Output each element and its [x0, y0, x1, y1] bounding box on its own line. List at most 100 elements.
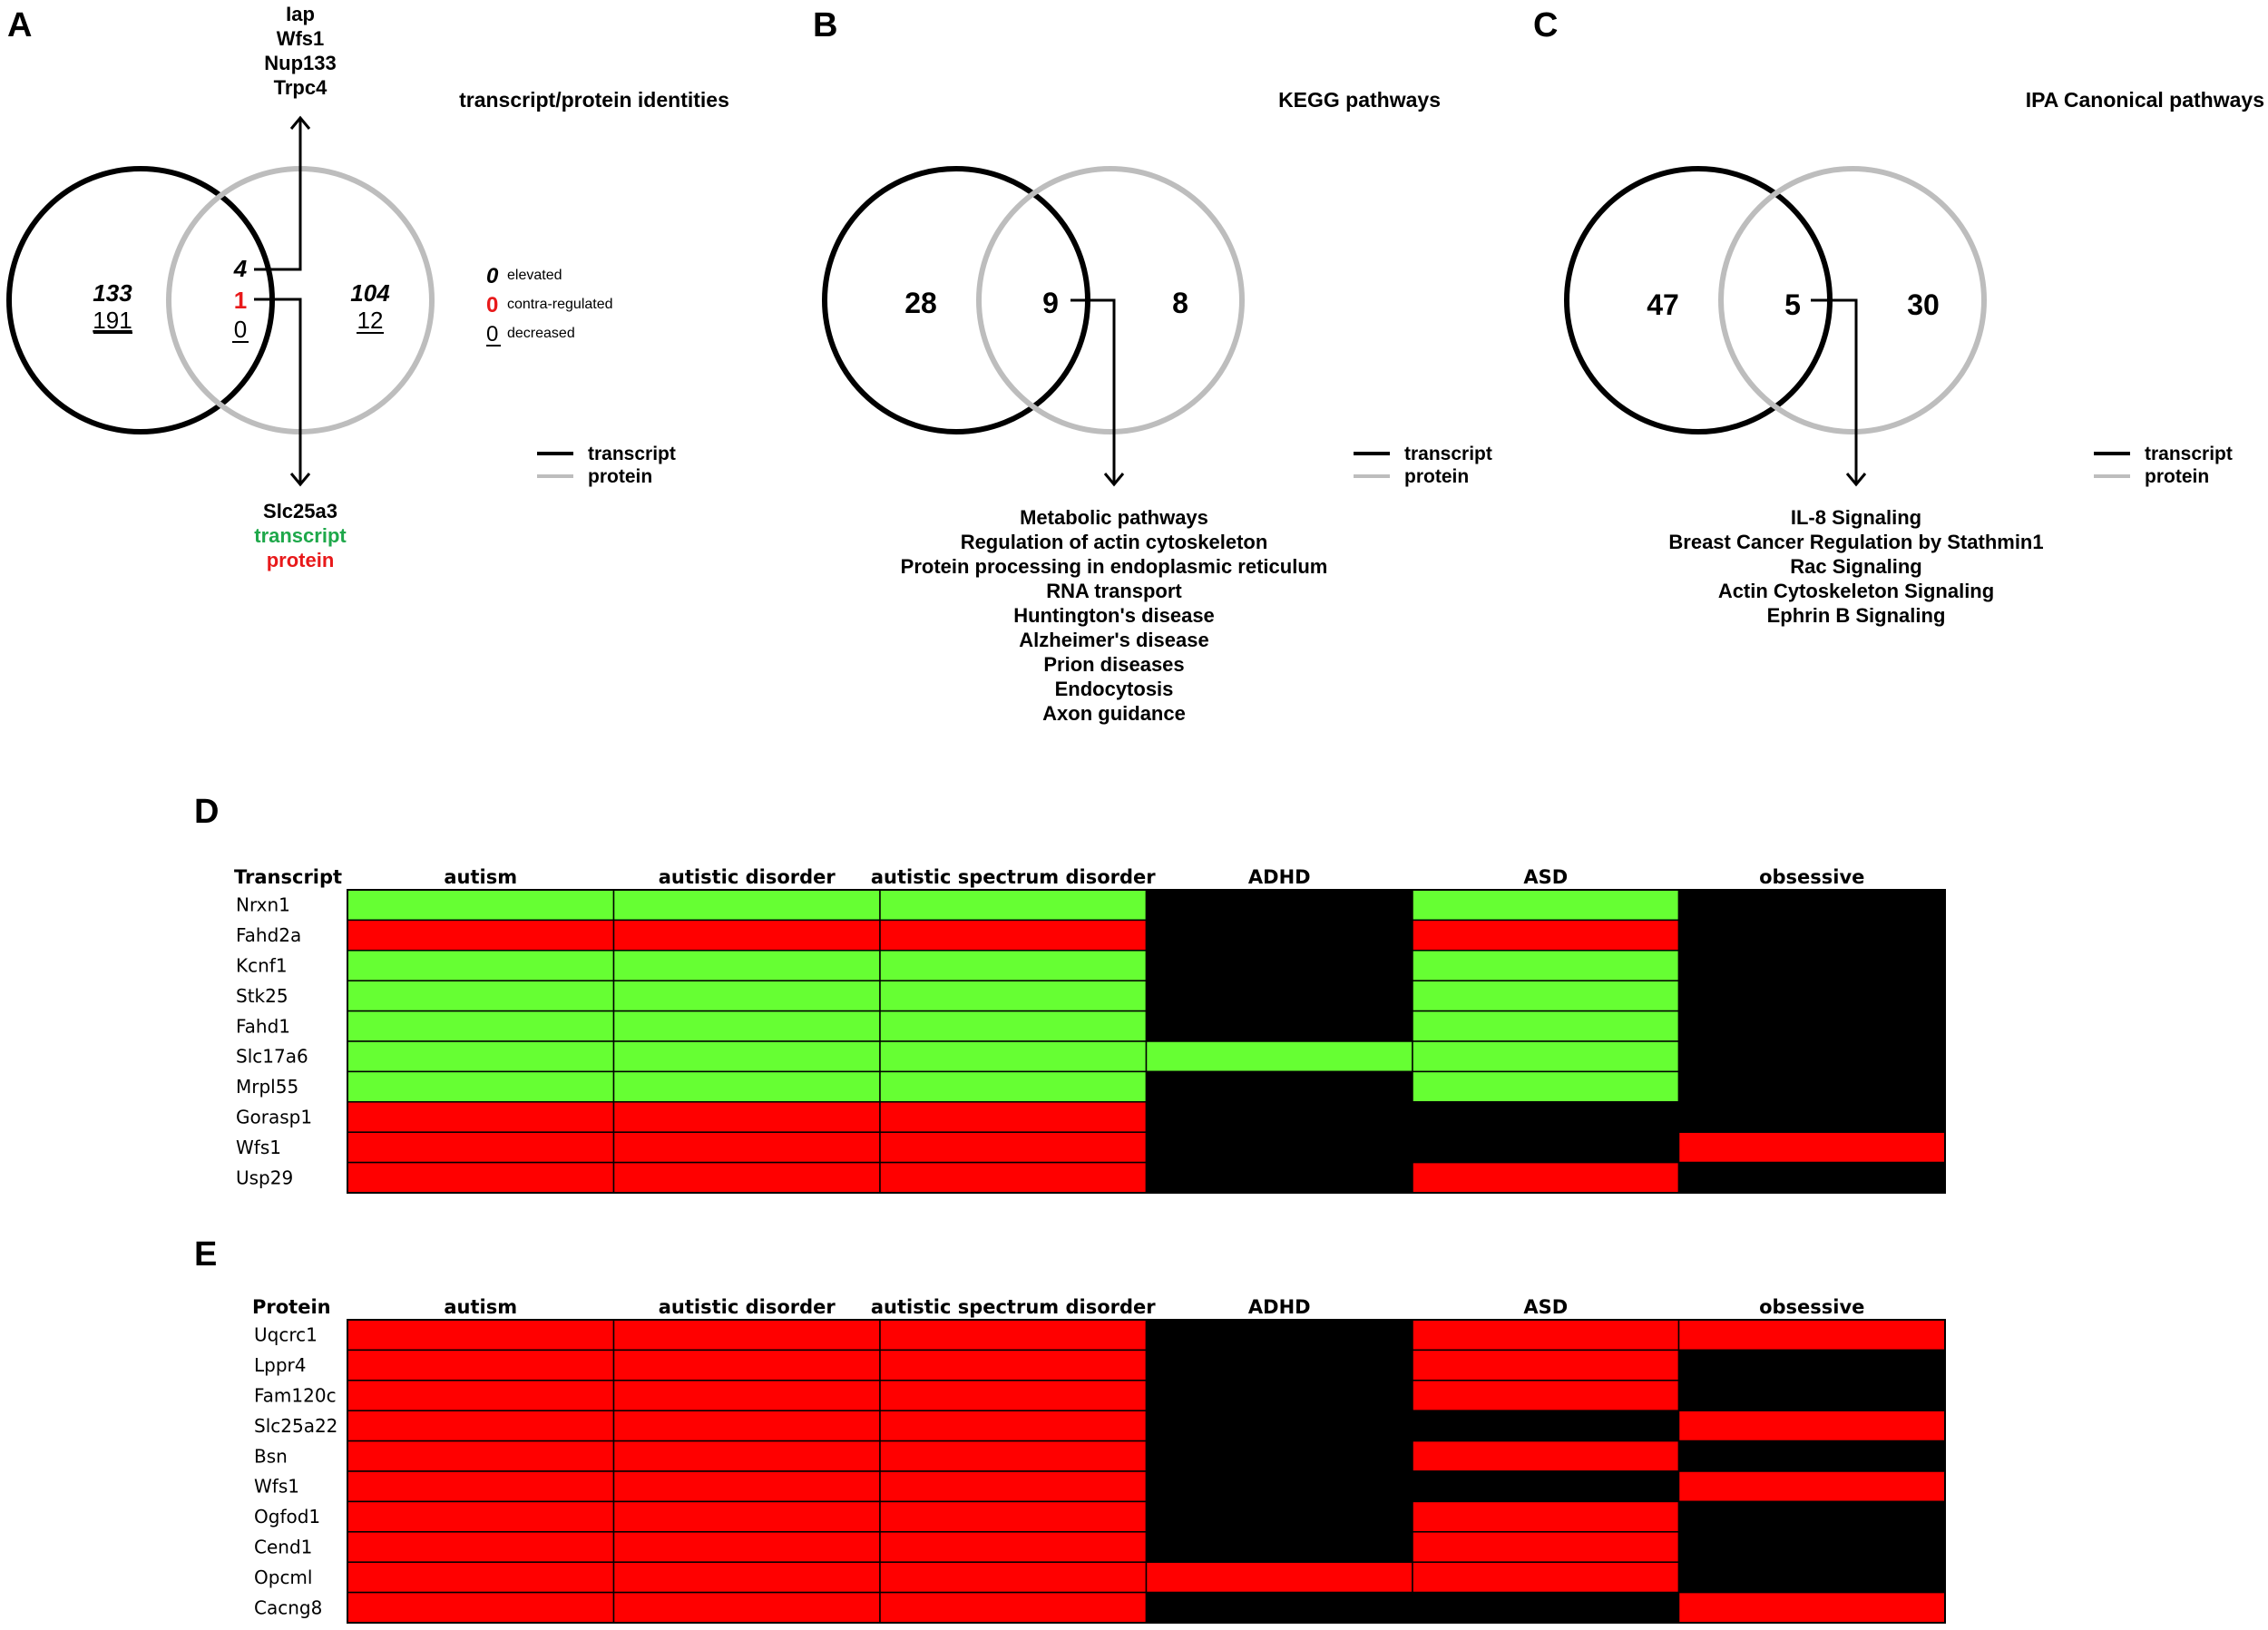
column-header: ASD	[1523, 866, 1568, 888]
key-value: 0	[486, 293, 498, 317]
row-label: Fahd2a	[236, 924, 301, 946]
arrow-down-head	[1103, 473, 1125, 487]
heatmap-cell	[1677, 1319, 1946, 1352]
heatmap-cell	[1677, 1349, 1946, 1381]
column-header: autistic disorder	[659, 1296, 836, 1318]
heatmap-cell	[1145, 1101, 1413, 1133]
heatmap-cell	[1677, 1131, 1946, 1164]
heatmap-cell	[1677, 1040, 1946, 1073]
heatmap-cell	[1677, 950, 1946, 981]
row-label: Mrpl55	[236, 1076, 298, 1098]
legend-protein-label: protein	[2145, 466, 2209, 487]
center-count: 5	[1784, 288, 1801, 321]
heatmap-cell	[1412, 1161, 1680, 1194]
heatmap-cell	[612, 1070, 881, 1103]
left-count: 47	[1647, 288, 1679, 321]
row-label: Stk25	[236, 985, 288, 1007]
heatmap-cell	[612, 1591, 881, 1624]
heatmap-cell	[347, 1101, 615, 1133]
heatmap-cell	[347, 1591, 615, 1624]
column-header: ADHD	[1248, 866, 1311, 888]
heatmap-cell	[612, 1040, 881, 1073]
heatmap-cell	[1145, 980, 1413, 1012]
pathway-label: Breast Cancer Regulation by Stathmin1	[1668, 531, 2043, 553]
left-count: 28	[904, 287, 937, 319]
heatmap-cell	[1145, 1319, 1413, 1352]
heatmap-cell	[347, 950, 615, 981]
bottom-protein: protein	[267, 549, 335, 571]
heatmap-cell	[879, 1380, 1148, 1411]
heatmap-cell	[1677, 1591, 1946, 1624]
heatmap-cell	[1677, 1161, 1946, 1194]
heatmap-cell	[347, 1531, 615, 1563]
heatmap-cell	[1412, 1010, 1680, 1042]
heatmap-cell	[1677, 1101, 1946, 1133]
pathway-label: Ephrin B Signaling	[1767, 604, 1946, 627]
protein-circle	[1718, 166, 1987, 434]
row-label: Slc25a22	[254, 1415, 337, 1437]
heatmap-cell	[612, 1101, 881, 1133]
row-label: Fam120c	[254, 1385, 337, 1407]
row-label: Wfs1	[236, 1137, 281, 1158]
heatmap-cell	[1145, 1040, 1413, 1073]
heatmap-cell	[1677, 1010, 1946, 1042]
heatmap-cell	[879, 1591, 1148, 1624]
row-label: Nrxn1	[236, 894, 290, 916]
heatmap-cell	[1145, 1561, 1413, 1594]
heatmap-cell	[1677, 1440, 1946, 1472]
arrow-down-head	[289, 473, 311, 487]
heatmap-cell	[1412, 889, 1680, 922]
heatmap-cell	[1412, 919, 1680, 952]
legend-transcript-label: transcript	[588, 444, 676, 464]
heatmap-cell	[1412, 1319, 1680, 1352]
heatmap-cell	[1412, 1440, 1680, 1472]
heatmap-cell	[612, 1440, 881, 1472]
arrow-down	[1070, 298, 1116, 484]
pathway-label: RNA transport	[1046, 580, 1182, 602]
heatmap-cell	[879, 950, 1148, 981]
heatmap-cell	[879, 1010, 1148, 1042]
heatmap-cell	[1412, 1380, 1680, 1411]
row-label: Ogfod1	[254, 1506, 320, 1528]
gene-label: Iap	[286, 3, 315, 25]
row-label: Wfs1	[254, 1476, 299, 1498]
column-header: autistic spectrum disorder	[871, 866, 1156, 888]
heatmap-cell	[1145, 1161, 1413, 1194]
heatmap-cell	[1145, 889, 1413, 922]
heatmap-cell	[1145, 1010, 1413, 1042]
pathway-label: Rac Signaling	[1790, 555, 1921, 578]
heatmap-cell	[879, 1349, 1148, 1381]
arrow-up	[254, 118, 302, 271]
bottom-transcript: transcript	[254, 524, 347, 547]
gene-label: Trpc4	[274, 76, 327, 99]
heatmap-cell	[1412, 1101, 1680, 1133]
row-label: Kcnf1	[236, 955, 288, 977]
protein-circle	[976, 166, 1245, 434]
heatmap-cell	[879, 1070, 1148, 1103]
heatmap-cell	[1145, 1500, 1413, 1533]
right-count: 30	[1907, 288, 1940, 321]
panel-b-title: KEGG pathways	[1278, 88, 1441, 112]
heatmap-cell	[1412, 1349, 1680, 1381]
legend-protein-label: protein	[1404, 466, 1469, 487]
column-header: obsessive	[1759, 866, 1864, 888]
legend-transcript-label: transcript	[2145, 444, 2233, 464]
row-label: Bsn	[254, 1445, 288, 1467]
row-label: Fahd1	[236, 1015, 290, 1037]
column-header: autism	[444, 1296, 517, 1318]
heatmap-cell	[1412, 1131, 1680, 1164]
key-label: elevated	[507, 268, 562, 283]
arrow-down-head	[1845, 473, 1867, 487]
column-header: autistic disorder	[659, 866, 836, 888]
pathway-label: Regulation of actin cytoskeleton	[961, 531, 1268, 553]
heatmap-cell	[1145, 1131, 1413, 1164]
heatmap-cell	[612, 889, 881, 922]
column-header: autistic spectrum disorder	[871, 1296, 1156, 1318]
pathway-label: Huntington's disease	[1013, 604, 1215, 627]
panel-a-letter: A	[7, 6, 32, 44]
panel-a: A transcript/protein identities Iap Wfs1…	[6, 3, 729, 571]
column-header: ADHD	[1248, 1296, 1311, 1318]
heatmap-cell	[347, 1410, 615, 1442]
